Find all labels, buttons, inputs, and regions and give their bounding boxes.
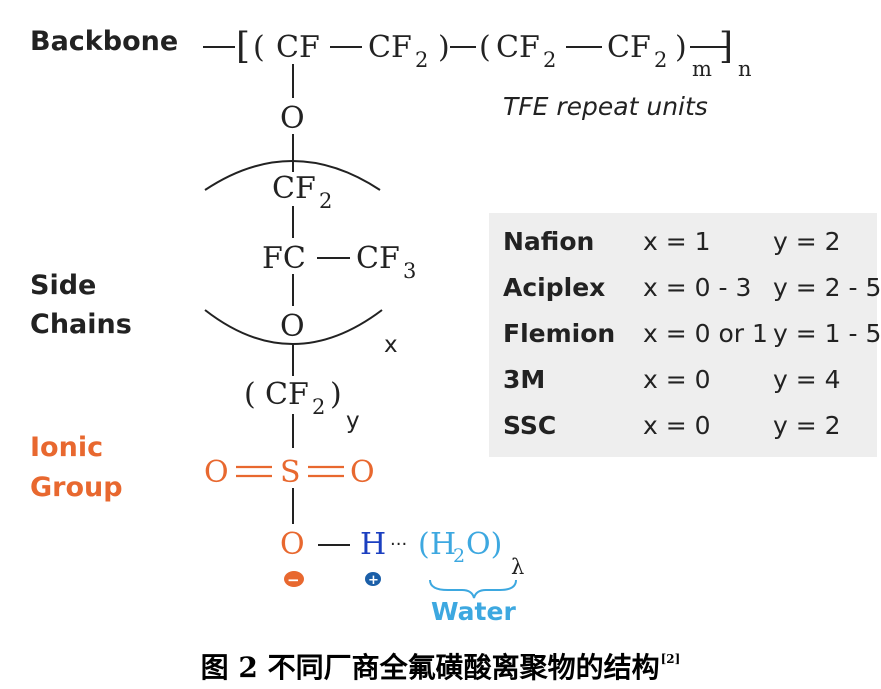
sulfonyl-o-left: O	[204, 455, 229, 490]
side-chains-label-line1: Side	[30, 270, 97, 301]
paren-open-1: (	[253, 30, 265, 65]
sulfonate-o: O	[280, 527, 305, 562]
hydrogen: H	[360, 527, 386, 562]
repeat-arc-top	[204, 160, 381, 191]
side-chain-o-1: O	[280, 101, 305, 136]
side-chain-cf2: CF	[272, 171, 316, 206]
figure-caption: 图 2 不同厂商全氟磺酸离聚物的结构[2]	[0, 646, 881, 686]
water-o: O)	[466, 527, 502, 562]
water-sub2: 2	[453, 545, 465, 567]
subscript-n: n	[738, 57, 752, 81]
tfe-repeat-units-label: TFE repeat units	[503, 92, 708, 121]
water-brace	[429, 579, 517, 599]
backbone-cf2-1-sub: 2	[415, 48, 428, 72]
water-paren-open: (	[418, 527, 430, 562]
bracket-open: [	[236, 26, 250, 67]
side-chain-fc: FC	[262, 241, 306, 276]
hydrogen-bond-dots: ···	[390, 534, 407, 555]
subscript-lambda: λ	[511, 555, 524, 579]
row-x-value: x = 0	[643, 411, 711, 440]
caption-reference: [2]	[660, 652, 681, 666]
backbone-cf2-3: CF	[607, 30, 651, 65]
row-manufacturer: 3M	[503, 365, 546, 394]
paren-open-2: (	[479, 30, 491, 65]
row-y-value: y = 2	[773, 411, 841, 440]
sulfonyl-o-right: O	[350, 455, 375, 490]
negative-charge-badge	[284, 571, 304, 587]
backbone-cf2-2: CF	[496, 30, 540, 65]
water-h: H	[430, 527, 456, 562]
side-chain-cf2-y-sub: 2	[312, 395, 325, 419]
ionic-group-label-line1: Ionic	[30, 432, 104, 463]
row-x-value: x = 0 or 1	[643, 319, 768, 348]
subscript-x: x	[384, 332, 398, 358]
paren-close-3: )	[330, 377, 342, 412]
side-chains-label-line2: Chains	[30, 309, 132, 340]
backbone-label: Backbone	[30, 26, 179, 57]
row-y-value: y = 2 - 5	[773, 273, 881, 302]
row-manufacturer: Nafion	[503, 227, 595, 256]
backbone-cf2-3-sub: 2	[654, 48, 667, 72]
row-y-value: y = 2	[773, 227, 841, 256]
row-manufacturer: Aciplex	[503, 273, 606, 302]
side-chain-cf2-sub: 2	[319, 189, 332, 213]
side-chain-cf3-sub: 3	[403, 259, 416, 283]
sulfur: S	[280, 455, 301, 490]
row-x-value: x = 0 - 3	[643, 273, 752, 302]
side-chain-cf2-y: CF	[265, 377, 309, 412]
paren-open-3: (	[244, 377, 256, 412]
ionomer-parameter-table: Nafion x = 1 y = 2 Aciplex x = 0 - 3 y =…	[489, 213, 881, 457]
subscript-m: m	[692, 57, 712, 81]
negative-charge-sign: −	[287, 571, 300, 589]
backbone-cf2-2-sub: 2	[543, 48, 556, 72]
backbone-cf: CF	[276, 30, 320, 65]
row-y-value: y = 4	[773, 365, 841, 394]
side-chain-o-2: O	[280, 309, 305, 344]
paren-close-2: )	[675, 30, 687, 65]
paren-close-1: )	[438, 30, 450, 65]
subscript-y: y	[346, 408, 360, 434]
positive-charge-badge	[365, 572, 381, 586]
caption-text: 图 2 不同厂商全氟磺酸离聚物的结构	[200, 651, 660, 684]
row-x-value: x = 1	[643, 227, 711, 256]
row-manufacturer: Flemion	[503, 319, 616, 348]
bracket-close: ]	[719, 26, 733, 67]
positive-charge-sign: +	[368, 573, 379, 588]
backbone-cf2-1: CF	[368, 30, 412, 65]
side-chain-cf3: CF	[356, 241, 400, 276]
row-y-value: y = 1 - 5	[773, 319, 881, 348]
water-label: Water	[431, 597, 516, 626]
ionic-group-label-line2: Group	[30, 472, 123, 503]
row-manufacturer: SSC	[503, 411, 557, 440]
row-x-value: x = 0	[643, 365, 711, 394]
